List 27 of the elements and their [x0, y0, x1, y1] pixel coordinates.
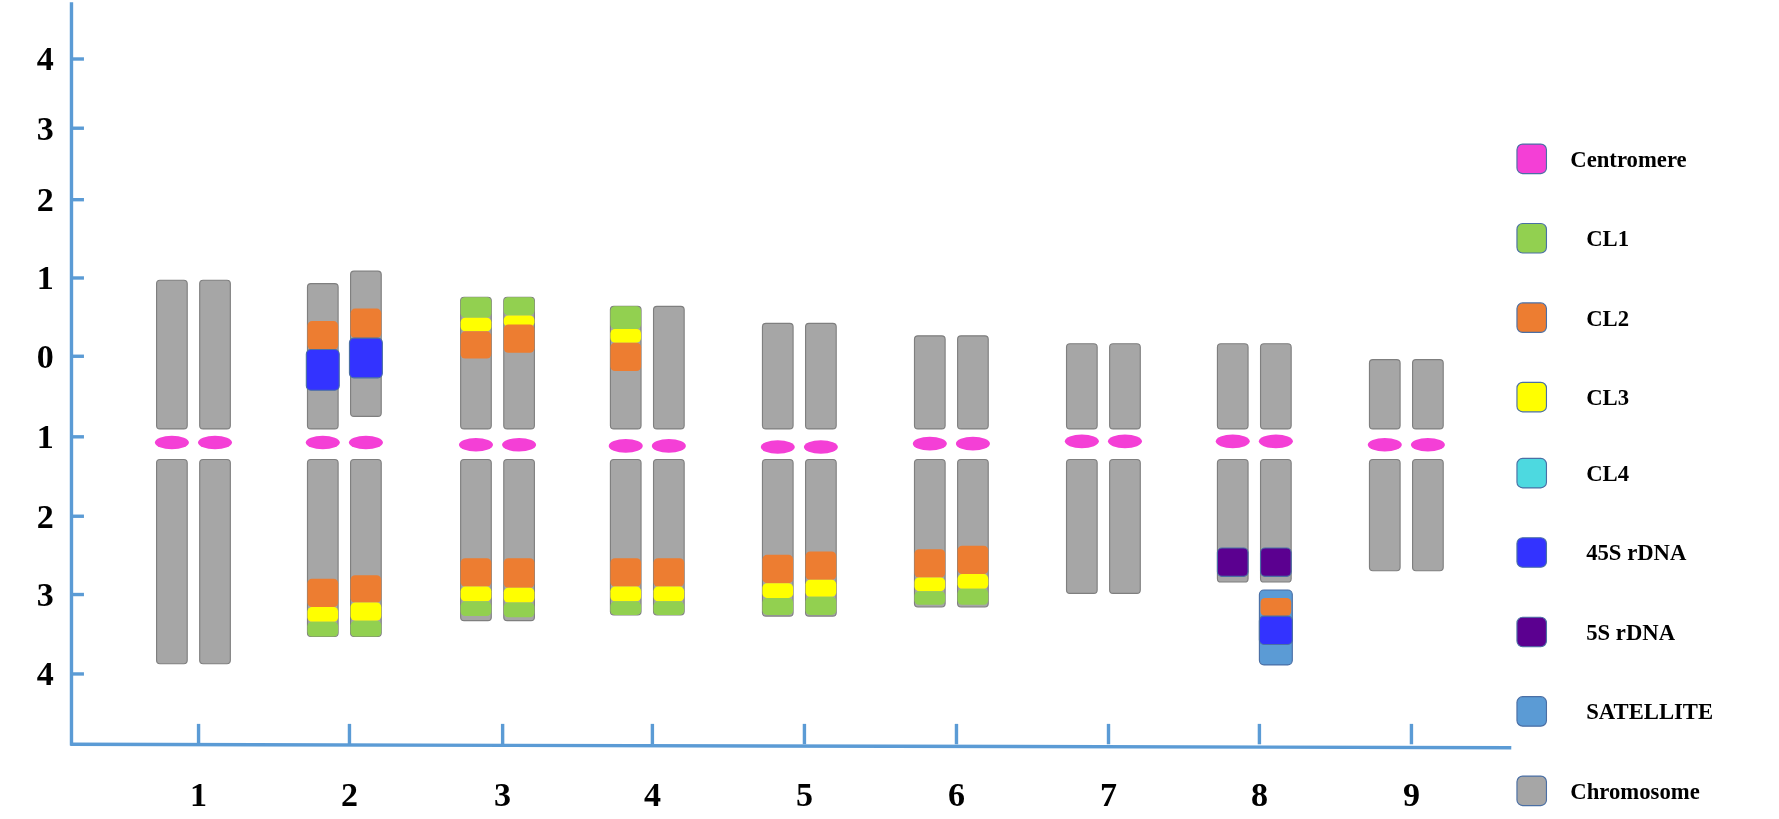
legend-label: CL2 — [1586, 306, 1630, 330]
chromosome-number: 8 — [1250, 777, 1268, 812]
chromosome-number: 9 — [1402, 777, 1420, 812]
legend-label: Chromosome — [1570, 779, 1700, 803]
chromosome-number: 6 — [947, 777, 965, 812]
axis-tick-label: 2 — [36, 182, 54, 217]
legend-label: SATELLITE — [1586, 700, 1714, 723]
chromosome-number: 3 — [494, 777, 512, 812]
chromosome-number: 5 — [795, 777, 813, 812]
axis-tick-label: 1 — [36, 260, 54, 295]
chromosome-number: 1 — [190, 777, 208, 812]
legend-label: CL1 — [1586, 226, 1630, 250]
legend-label: Centromere — [1570, 147, 1687, 171]
axis-tick-label: 3 — [36, 577, 54, 612]
axis-tick-label: 2 — [36, 499, 54, 534]
legend-label: CL3 — [1586, 385, 1630, 409]
chromosome-number: 2 — [340, 777, 358, 812]
legend-label: 45S rDNA — [1586, 541, 1687, 564]
axis-tick-label: 4 — [36, 656, 54, 691]
axis-tick-label: 3 — [36, 111, 54, 146]
axis-tick-label: 0 — [36, 339, 54, 374]
chromosome-number: 7 — [1100, 777, 1117, 812]
axis-tick-label: 4 — [36, 42, 54, 76]
axis-tick-label: 1 — [36, 419, 54, 454]
legend-label: 5S rDNA — [1586, 620, 1676, 644]
chromosome-number: 4 — [643, 777, 661, 812]
legend-label: CL4 — [1586, 461, 1630, 485]
